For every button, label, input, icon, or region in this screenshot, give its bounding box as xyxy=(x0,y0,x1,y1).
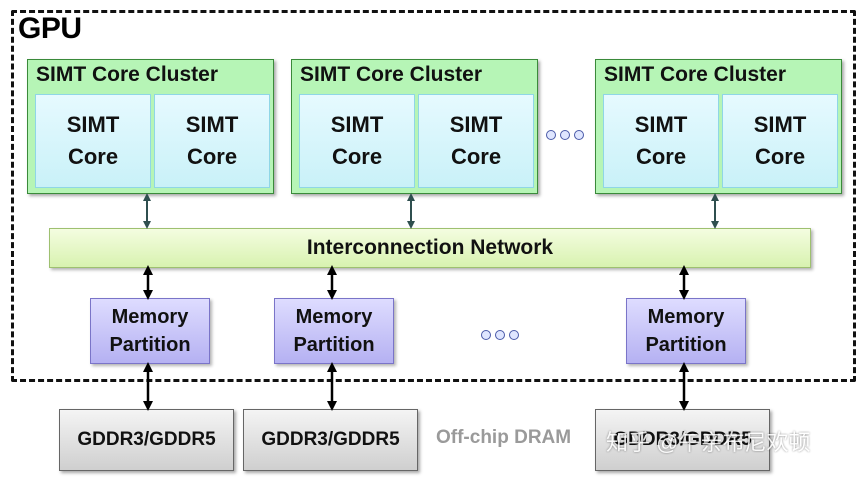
simt-core: SIMT Core xyxy=(722,94,838,188)
memory-label-line2: Partition xyxy=(645,334,727,356)
core-label-line2: Core xyxy=(635,144,687,169)
ellipsis-dot xyxy=(481,330,491,340)
gpu-boundary xyxy=(11,10,856,382)
memory-label-line2: Partition xyxy=(109,334,191,356)
simt-core: SIMT Core xyxy=(299,94,415,188)
core-label-line1: SIMT xyxy=(753,112,807,137)
memory-partition-2: Memory Partition xyxy=(274,298,394,364)
dram-module-1: GDDR3/GDDR5 xyxy=(59,409,234,471)
memory-partition-1: Memory Partition xyxy=(90,298,210,364)
simt-core: SIMT Core xyxy=(603,94,719,188)
dram-module-label: GDDR3/GDDR5 xyxy=(261,429,400,450)
core-label-line1: SIMT xyxy=(66,112,120,137)
core-label-line2: Core xyxy=(186,144,238,169)
ellipsis-dot xyxy=(509,330,519,340)
memory-label-line1: Memory xyxy=(647,306,725,328)
ellipsis-dot xyxy=(560,130,570,140)
network-label: Interconnection Network xyxy=(306,236,554,259)
ellipsis-dot xyxy=(495,330,505,340)
core-label-line2: Core xyxy=(67,144,119,169)
gpu-label: GPU xyxy=(18,12,82,45)
core-label-line2: Core xyxy=(450,144,502,169)
memory-label-line2: Partition xyxy=(293,334,375,356)
core-label-line1: SIMT xyxy=(449,112,503,137)
core-label-line1: SIMT xyxy=(330,112,384,137)
core-label-line1: SIMT xyxy=(185,112,239,137)
dram-module-label: GDDR3/GDDR5 xyxy=(77,429,216,450)
memory-ellipsis xyxy=(481,330,519,340)
simt-core: SIMT Core xyxy=(35,94,151,188)
core-label-line1: SIMT xyxy=(634,112,688,137)
core-label-line2: Core xyxy=(331,144,383,169)
ellipsis-dot xyxy=(574,130,584,140)
simt-core-cluster-1: SIMT Core Cluster SIMT Core SIMT Core xyxy=(27,59,274,194)
cluster-title: SIMT Core Cluster xyxy=(604,63,787,86)
simt-core: SIMT Core xyxy=(154,94,270,188)
simt-core: SIMT Core xyxy=(418,94,534,188)
interconnection-network: Interconnection Network xyxy=(49,228,811,268)
cluster-title: SIMT Core Cluster xyxy=(36,63,219,86)
core-label-line2: Core xyxy=(754,144,806,169)
ellipsis-dot xyxy=(546,130,556,140)
cluster-ellipsis xyxy=(546,130,584,140)
dram-module-label: GDDR3/GDDR5 xyxy=(613,429,752,450)
watermark: 知乎 @午亲布尼欢顿 xyxy=(606,430,811,455)
memory-label-line1: Memory xyxy=(295,306,373,328)
memory-label-line1: Memory xyxy=(111,306,189,328)
dram-module-3: GDDR3/GDDR5 xyxy=(595,409,770,471)
simt-core-cluster-2: SIMT Core Cluster SIMT Core SIMT Core xyxy=(291,59,538,194)
off-chip-dram-label: Off-chip DRAM xyxy=(436,427,572,448)
simt-core-cluster-3: SIMT Core Cluster SIMT Core SIMT Core xyxy=(595,59,842,194)
cluster-title: SIMT Core Cluster xyxy=(300,63,483,86)
